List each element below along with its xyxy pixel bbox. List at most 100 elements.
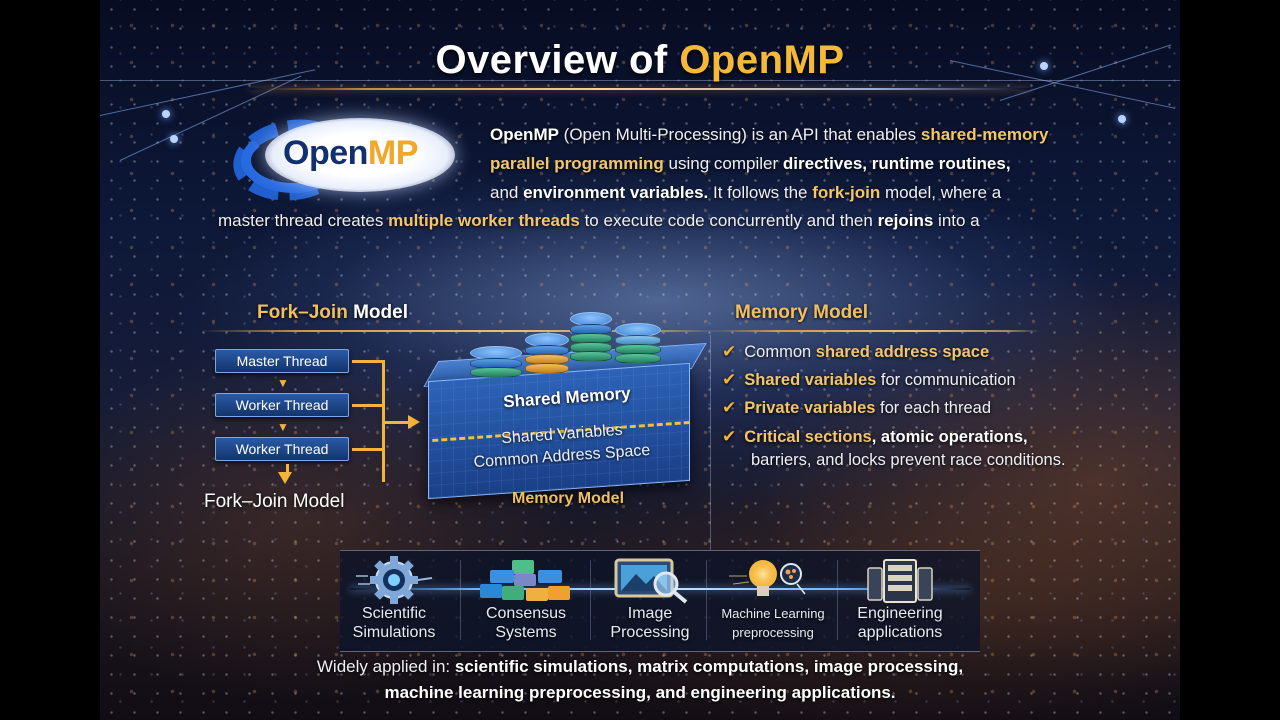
highlighted-text: shared-memory	[920, 125, 1049, 144]
text-segment: (Open Multi-Processing) is an API that e…	[558, 125, 921, 144]
text-segment: using compiler	[663, 154, 783, 173]
bold-text: environment variables.	[523, 183, 709, 202]
fork-join-header: Fork–Join Model	[257, 302, 408, 324]
app-machine-learning: Machine Learning preprocessing	[710, 556, 836, 642]
arrow-right-icon	[408, 415, 420, 429]
check-icon: ✔	[722, 342, 737, 361]
connector-line	[382, 360, 385, 482]
image-magnifier-icon	[590, 556, 710, 604]
app-label-line1: Scientific	[361, 605, 427, 622]
highlighted-text: fork-join	[812, 183, 881, 202]
infographic-canvas: Overview of OpenMP OpenMP OpenMP (Open M…	[100, 0, 1180, 720]
footer-prefix: Widely applied in:	[316, 657, 455, 676]
app-image-processing: Image Processing	[590, 556, 710, 642]
memory-model-item-continuation: barriers, and locks prevent race conditi…	[751, 451, 1066, 469]
title-accent: OpenMP	[679, 38, 845, 82]
highlighted-text: multiple worker threads	[388, 211, 580, 230]
gear-icon	[334, 556, 454, 604]
memory-model-item-text: Common shared address space	[744, 343, 989, 361]
app-label-line1: Machine Learning	[721, 606, 825, 621]
highlighted-text: Shared variables	[744, 371, 877, 389]
intro-line-2: parallel programming using compiler dire…	[490, 149, 1011, 178]
server-icon	[840, 556, 960, 604]
memory-model-item: ✔ Private variables for each thread	[722, 398, 991, 418]
worker-thread-box: Worker Thread	[215, 437, 349, 461]
network-node	[170, 135, 178, 143]
app-scientific-simulations: Scientific Simulations	[334, 556, 454, 642]
applications-separator	[590, 560, 591, 640]
lightbulb-icon	[710, 556, 836, 604]
connector-line	[352, 360, 384, 363]
page-title: Overview of OpenMP	[100, 38, 1180, 83]
intro-paragraph: OpenMP (Open Multi-Processing) is an API…	[100, 0, 1180, 240]
network-node	[162, 110, 170, 118]
arrow-down-icon	[278, 472, 292, 484]
text-segment: model, where a	[880, 183, 1002, 202]
check-icon: ✔	[722, 370, 737, 389]
app-label-line2: preprocessing	[732, 625, 814, 640]
top-divider	[100, 80, 1180, 81]
app-label-line2: Systems	[495, 624, 557, 641]
title-prefix: Overview of	[435, 38, 680, 82]
app-engineering: Engineering applications	[840, 556, 960, 642]
text-segment: It follows the	[708, 183, 813, 202]
app-consensus-systems: Consensus Systems	[466, 556, 586, 642]
memory-model-item: ✔ Critical sections, atomic operations,	[722, 427, 1028, 447]
check-icon: ✔	[722, 427, 737, 446]
bold-text: , atomic operations,	[871, 428, 1028, 446]
logo-text-open: Open	[283, 134, 368, 172]
title-underline	[250, 88, 1030, 90]
footer-line-2: machine learning preprocessing, and engi…	[384, 683, 896, 702]
fork-join-underline	[200, 330, 720, 332]
highlighted-text: Critical sections	[744, 428, 872, 446]
memory-model-header: Memory Model	[735, 302, 869, 323]
memory-model-item: ✔ Shared variables for communication	[722, 370, 1016, 390]
logo-text: OpenMP	[283, 134, 418, 173]
text-segment: for each thread	[875, 399, 991, 417]
arrow-down-icon: ▼	[277, 376, 289, 390]
database-icon	[615, 323, 661, 364]
intro-line-3: and environment variables. It follows th…	[490, 178, 1001, 207]
connector-line	[352, 448, 384, 451]
memory-model-caption: Memory Model	[512, 490, 625, 507]
worker-thread-box: Worker Thread	[215, 393, 349, 417]
database-icon	[525, 333, 569, 374]
database-icon	[570, 312, 612, 362]
text-segment: master thread creates	[218, 211, 389, 230]
bold-text: OpenMP	[490, 125, 559, 144]
text-segment: into a	[933, 211, 980, 230]
app-label-line1: Image	[627, 605, 673, 622]
highlighted-text: parallel programming	[490, 154, 664, 173]
master-thread-box: Master Thread	[215, 349, 349, 373]
openmp-logo: OpenMP	[225, 108, 460, 208]
blocks-icon	[466, 556, 586, 604]
arrow-stem	[286, 464, 289, 473]
fork-join-header-white: Model	[347, 302, 408, 323]
bold-text: rejoins	[877, 211, 934, 230]
intro-line-4: master thread creates multiple worker th…	[218, 206, 980, 235]
arrow-down-icon: ▼	[277, 420, 289, 434]
memory-model-item-text: Critical sections, atomic operations,	[744, 428, 1027, 446]
footer-line-1: Widely applied in: scientific simulation…	[100, 657, 1180, 677]
applications-separator	[706, 560, 707, 640]
text-segment: to execute code concurrently and then	[579, 211, 878, 230]
network-node	[1040, 62, 1048, 70]
highlighted-text: Private variables	[744, 399, 876, 417]
network-node	[1118, 115, 1126, 123]
check-icon: ✔	[722, 398, 737, 417]
applications-separator	[837, 560, 838, 640]
logo-oval	[265, 118, 455, 192]
highlighted-text: shared address space	[815, 343, 990, 361]
memory-model-item-text: Shared variables for communication	[744, 371, 1015, 389]
app-label-line1: Consensus	[485, 605, 567, 622]
app-label-line1: Engineering	[857, 605, 943, 622]
app-label-line2: Processing	[610, 624, 690, 641]
vertical-divider	[710, 335, 711, 550]
memory-model-underline	[710, 330, 1040, 332]
fork-join-caption: Fork–Join Model	[204, 491, 345, 512]
app-label-line2: Simulations	[352, 624, 436, 641]
text-segment: Common	[744, 343, 816, 361]
fork-join-header-gold: Fork–Join	[257, 302, 348, 323]
text-segment: and	[490, 183, 524, 202]
connector-line	[352, 404, 384, 407]
